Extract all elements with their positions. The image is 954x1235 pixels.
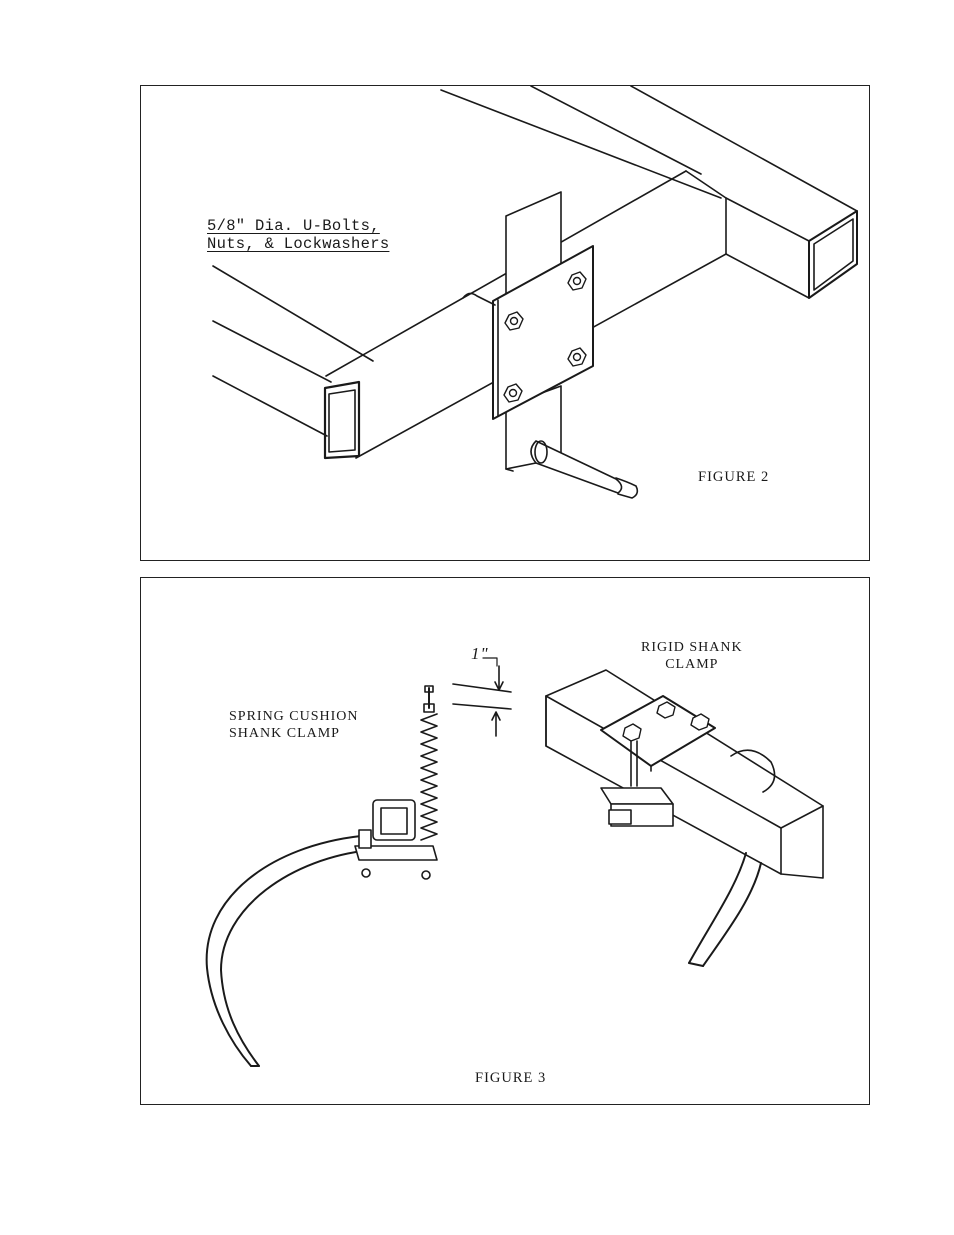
rigid-shank-label: RIGID SHANK CLAMP: [641, 639, 743, 673]
spring-cushion-label-line2: SHANK CLAMP: [229, 725, 359, 742]
ubolt-callout-line2: Nuts, & Lockwashers: [207, 235, 389, 253]
figure-2-drawing: [141, 86, 871, 562]
figure-3-drawing: [141, 578, 871, 1106]
figure-3-caption: FIGURE 3: [475, 1070, 546, 1087]
rigid-shank-label-line1: RIGID SHANK: [641, 639, 743, 656]
ubolt-callout: 5/8" Dia. U-Bolts, Nuts, & Lockwashers: [207, 217, 389, 253]
dimension-label: 1": [471, 644, 489, 664]
spring-cushion-label: SPRING CUSHION SHANK CLAMP: [229, 708, 359, 742]
rigid-shank-label-line2: CLAMP: [641, 656, 743, 673]
ubolt-callout-line1: 5/8" Dia. U-Bolts,: [207, 217, 389, 235]
spring-cushion-label-line1: SPRING CUSHION: [229, 708, 359, 725]
figure-3-panel: SPRING CUSHION SHANK CLAMP RIGID SHANK C…: [140, 577, 870, 1105]
figure-2-panel: 5/8" Dia. U-Bolts, Nuts, & Lockwashers F…: [140, 85, 870, 561]
figure-2-caption: FIGURE 2: [698, 469, 769, 486]
